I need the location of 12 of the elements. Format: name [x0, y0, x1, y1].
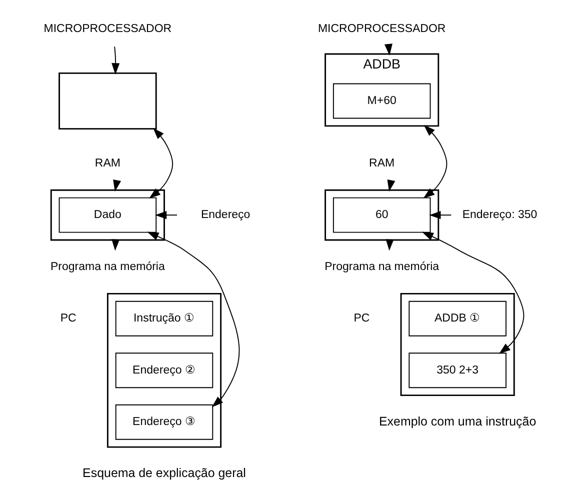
node-text: Endereço — [200, 209, 250, 222]
label: Exemplo com uma instrução — [378, 414, 536, 428]
node-text: Programa na memória — [50, 260, 164, 273]
label: Esquema de explicação geral — [82, 466, 246, 480]
node-text: MICROPROCESSADOR — [43, 23, 172, 36]
node-label: PC — [60, 312, 76, 325]
node-text: RAM — [368, 157, 394, 170]
node-text: Programa na memória — [324, 260, 439, 273]
node-label: PC — [353, 312, 370, 325]
node-text: MICROPROCESSADOR — [317, 23, 446, 36]
node-text: RAM — [94, 157, 120, 170]
node-text: Endereço: 350 — [462, 209, 537, 222]
